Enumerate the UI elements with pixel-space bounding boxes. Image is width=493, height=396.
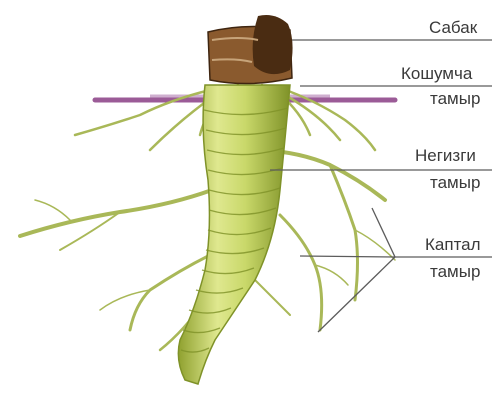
label-lateral-line1: Каптал	[425, 235, 481, 255]
label-lateral-line2: тамыр	[430, 262, 480, 282]
label-main-line2: тамыр	[430, 173, 480, 193]
label-adventitious-line1: Кошумча	[401, 64, 472, 84]
label-adventitious-line2: тамыр	[430, 89, 480, 109]
label-stem: Сабак	[429, 18, 477, 38]
leader-lateral-b	[300, 256, 395, 257]
main-root	[178, 85, 290, 384]
stem-stump	[208, 15, 293, 84]
label-main-line1: Негизги	[415, 146, 476, 166]
